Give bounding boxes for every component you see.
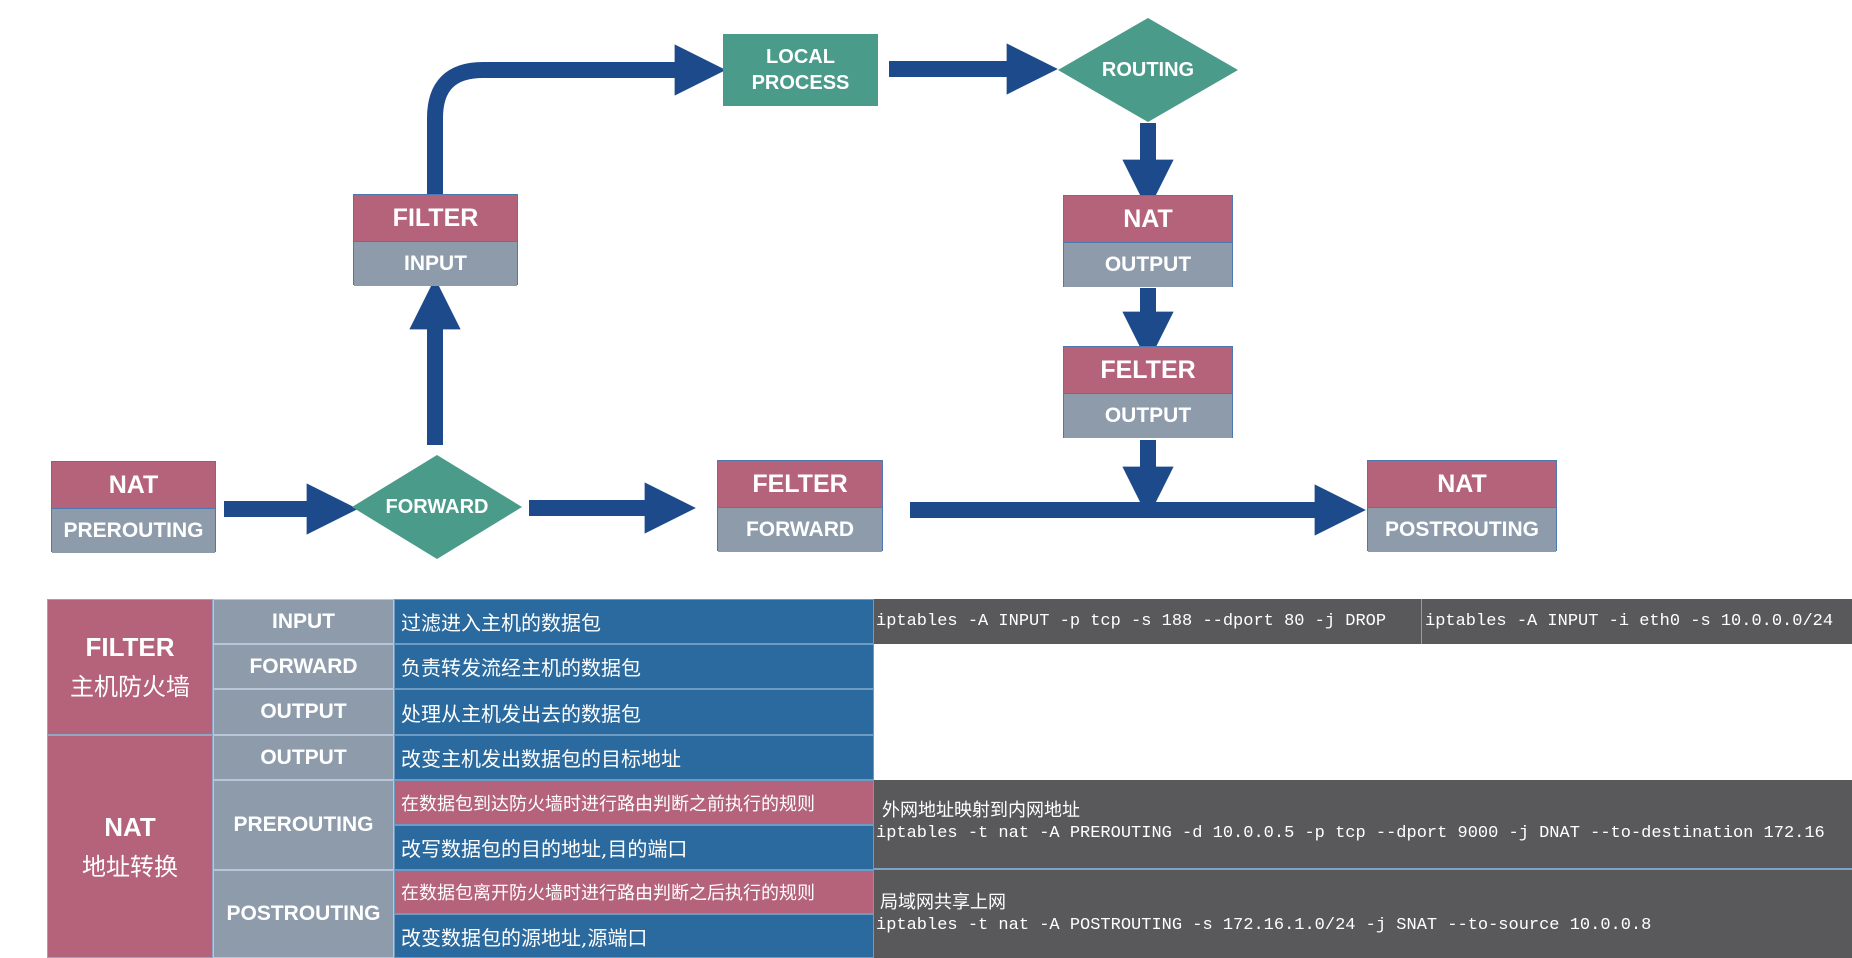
arrow-filter-input-to-local-process [427,44,726,194]
input-command-cell-1: iptables -A INPUT -p tcp -s 188 --dport … [874,599,1422,644]
nat-output-box-title: NAT [1064,196,1232,243]
forward-diamond-label: FORWARD [385,495,489,518]
prerouting-desc-cell-1: 在数据包到达防火墙时进行路由判断之前执行的规则 [394,780,874,825]
output-desc-cell: 处理从主机发出去的数据包 [394,689,874,735]
local-process-line-1: LOCAL [766,46,835,68]
forward-chain-cell: FORWARD [213,644,394,689]
felter-forward-box-chain: FORWARD [718,508,882,552]
postrouting-note: 局域网共享上网 [880,892,1006,913]
nat-output-chain-cell: OUTPUT [213,735,394,780]
input-desc-cell: 过滤进入主机的数据包 [394,599,874,644]
nat-table-subtitle: 地址转换 [82,852,178,881]
input-command-1: iptables -A INPUT -p tcp -s 188 --dport … [876,612,1387,631]
filter-input-box-chain: INPUT [354,242,517,286]
filter-input-box-title: FILTER [354,195,517,242]
postrouting-desc-cell-2: 改变数据包的源地址,源端口 [394,914,874,958]
felter-output-box: FELTER OUTPUT [1063,346,1233,438]
filter-input-box: FILTER INPUT [353,194,518,286]
nat-prerouting-box-chain: PREROUTING [52,509,215,553]
postrouting-desc-cell-1: 在数据包离开防火墙时进行路由判断之后执行的规则 [394,870,874,914]
felter-output-box-title: FELTER [1064,347,1232,394]
nat-output-box: NAT OUTPUT [1063,195,1233,287]
nat-prerouting-box-title: NAT [52,462,215,509]
nat-prerouting-box: NAT PREROUTING [51,461,216,553]
postrouting-command-cell: 局域网共享上网 iptables -t nat -A POSTROUTING -… [874,870,1852,958]
nat-table-title: NAT [104,811,156,842]
local-process-line-2: PROCESS [751,72,850,94]
routing-diamond-label: ROUTING [1101,58,1195,81]
routing-diamond [1058,18,1238,122]
nat-postrouting-box-chain: POSTROUTING [1368,508,1556,552]
nat-output-box-chain: OUTPUT [1064,243,1232,287]
felter-output-box-chain: OUTPUT [1064,394,1232,438]
prerouting-desc-cell-2: 改写数据包的目的地址,目的端口 [394,825,874,870]
prerouting-note: 外网地址映射到内网地址 [882,800,1080,821]
nat-table-group: NAT 地址转换 [47,735,213,958]
postrouting-command: iptables -t nat -A POSTROUTING -s 172.16… [876,916,1652,935]
nat-postrouting-box: NAT POSTROUTING [1367,460,1557,552]
prerouting-command: iptables -t nat -A PREROUTING -d 10.0.0.… [876,824,1825,843]
prerouting-command-cell: 外网地址映射到内网地址 iptables -t nat -A PREROUTIN… [874,780,1852,870]
flow-diagram [224,18,1366,559]
felter-forward-box: FELTER FORWARD [717,460,883,552]
input-command-cell-2: iptables -A INPUT -i eth0 -s 10.0.0.0/24 [1422,599,1852,644]
input-command-2: iptables -A INPUT -i eth0 -s 10.0.0.0/24 [1425,612,1834,631]
felter-forward-box-title: FELTER [718,461,882,508]
forward-desc-cell: 负责转发流经主机的数据包 [394,644,874,689]
input-chain-cell: INPUT [213,599,394,644]
output-chain-cell: OUTPUT [213,689,394,735]
filter-table-title: FILTER [85,632,175,662]
nat-output-desc-cell: 改变主机发出数据包的目标地址 [394,735,874,780]
filter-table-group: FILTER 主机防火墙 [47,599,213,735]
postrouting-chain-cell: POSTROUTING [213,870,394,958]
prerouting-chain-cell: PREROUTING [213,780,394,870]
forward-diamond [352,455,522,559]
filter-table-subtitle: 主机防火墙 [70,673,190,701]
nat-postrouting-box-title: NAT [1368,461,1556,508]
local-process-box: LOCAL PROCESS [723,34,878,106]
